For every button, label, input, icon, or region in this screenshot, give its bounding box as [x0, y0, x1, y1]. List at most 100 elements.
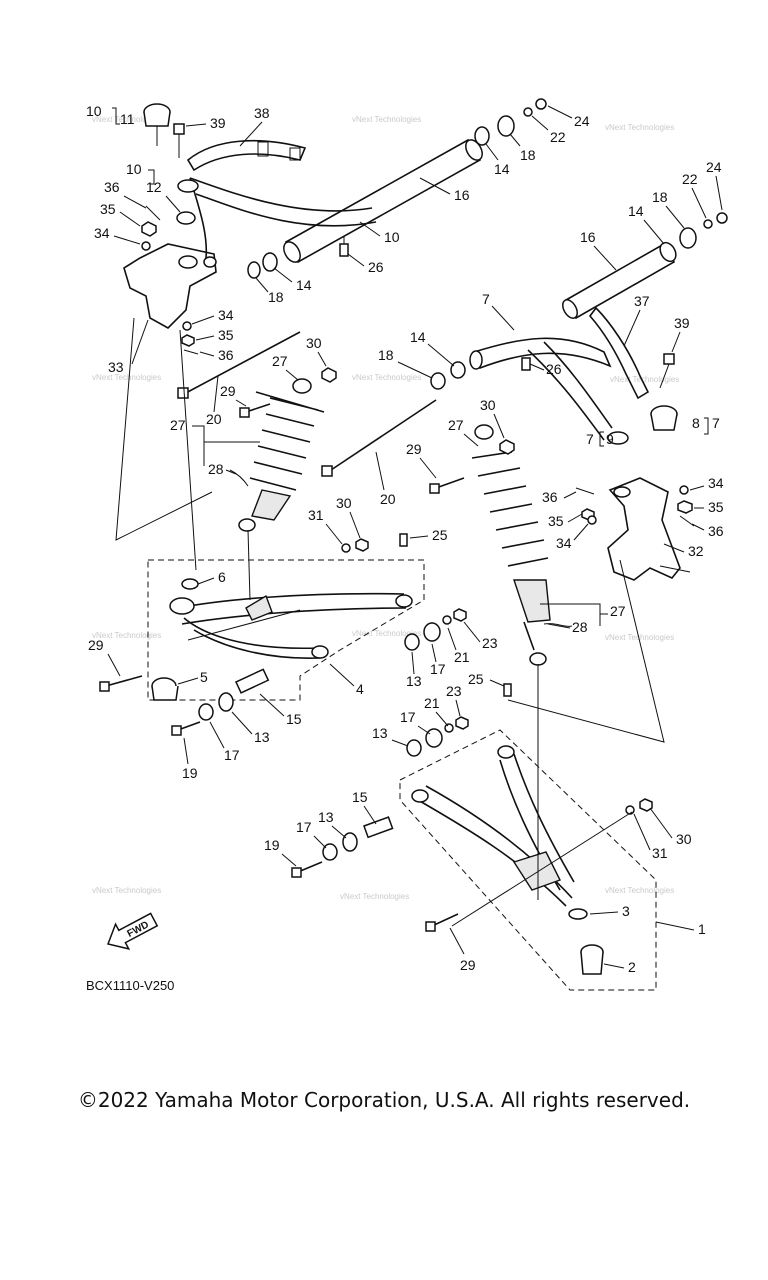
callout-30: 30 [336, 495, 352, 511]
assembly-lines [115, 317, 665, 927]
callout-18: 18 [378, 347, 394, 363]
callout-15: 15 [286, 711, 302, 727]
callout-21: 21 [454, 649, 470, 665]
callout-9: 9 [606, 431, 614, 447]
callout-33: 33 [108, 359, 124, 375]
callout-14: 14 [628, 203, 644, 219]
callout-35: 35 [100, 201, 116, 217]
callout-28: 28 [208, 461, 224, 477]
callout-22: 22 [550, 129, 566, 145]
callout-38: 38 [254, 105, 270, 121]
callout-29: 29 [88, 637, 104, 653]
diagram-code: BCX1110-V250 [86, 978, 174, 993]
callout-10: 10 [86, 103, 102, 119]
callout-23: 23 [446, 683, 462, 699]
callout-2: 2 [628, 959, 636, 975]
watermark: vNext Technologies [92, 886, 161, 895]
lower-arm-left [99, 533, 467, 736]
callout-27: 27 [272, 353, 288, 369]
callout-37: 37 [634, 293, 650, 309]
callout-35: 35 [708, 499, 724, 515]
callout-30: 30 [676, 831, 692, 847]
fwd-label: FWD [126, 919, 151, 939]
callout-35: 35 [218, 327, 234, 343]
callout-30: 30 [480, 397, 496, 413]
callout-13: 13 [254, 729, 270, 745]
callout-36: 36 [542, 489, 558, 505]
callout-19: 19 [182, 765, 198, 781]
callout-7: 7 [482, 291, 490, 307]
callout-17: 17 [400, 709, 416, 725]
callout-14: 14 [494, 161, 510, 177]
long-bolts [177, 331, 515, 494]
callout-36: 36 [218, 347, 234, 363]
callout-34: 34 [218, 307, 234, 323]
callout-16: 16 [580, 229, 596, 245]
callout-34: 34 [556, 535, 572, 551]
callout-31: 31 [308, 507, 324, 523]
fwd-arrow: FWD [106, 912, 159, 950]
callout-35: 35 [548, 513, 564, 529]
callout-32: 32 [688, 543, 704, 559]
callout-5: 5 [200, 669, 208, 685]
callout-1: 1 [698, 921, 706, 937]
watermark: vNext Technologies [605, 886, 674, 895]
callout-23: 23 [482, 635, 498, 651]
callout-12: 12 [146, 179, 162, 195]
callout-7: 7 [712, 415, 720, 431]
callout-25: 25 [468, 671, 484, 687]
lower-arm-right [291, 683, 657, 991]
callout-17: 17 [224, 747, 240, 763]
callout-3: 3 [622, 903, 630, 919]
callout-27: 27 [448, 417, 464, 433]
callout-27: 27 [610, 603, 626, 619]
callout-20: 20 [380, 491, 396, 507]
callout-26: 26 [546, 361, 562, 377]
callout-21: 21 [424, 695, 440, 711]
upper-arm-right [430, 212, 728, 581]
watermark: vNext Technologies [340, 892, 409, 901]
callout-11: 11 [120, 111, 135, 127]
callout-13: 13 [406, 673, 422, 689]
callout-16: 16 [454, 187, 470, 203]
watermark: vNext Technologies [92, 115, 161, 124]
callouts: 10 11 39 38 10 12 36 35 34 10 16 26 14 1… [86, 103, 724, 975]
watermark: vNext Technologies [610, 375, 679, 384]
callout-28: 28 [572, 619, 588, 635]
shock-right [471, 424, 573, 666]
callout-8: 8 [692, 415, 700, 431]
callout-6: 6 [218, 569, 226, 585]
shock-left [229, 378, 325, 532]
callout-24: 24 [574, 113, 590, 129]
callout-29: 29 [460, 957, 476, 973]
callout-19: 19 [264, 837, 280, 853]
upper-arm-left [123, 98, 547, 355]
watermark: vNext Technologies [92, 373, 161, 382]
watermarks: vNext Technologies vNext Technologies vN… [92, 115, 679, 901]
callout-39: 39 [674, 315, 690, 331]
callout-18: 18 [520, 147, 536, 163]
watermark: vNext Technologies [352, 373, 421, 382]
watermark: vNext Technologies [352, 629, 421, 638]
callout-18: 18 [268, 289, 284, 305]
callout-10: 10 [384, 229, 400, 245]
callout-17: 17 [430, 661, 446, 677]
watermark: vNext Technologies [605, 123, 674, 132]
callout-14: 14 [296, 277, 312, 293]
watermark: vNext Technologies [92, 631, 161, 640]
callout-31: 31 [652, 845, 668, 861]
callout-36: 36 [104, 179, 120, 195]
callout-25: 25 [432, 527, 448, 543]
callout-30: 30 [306, 335, 322, 351]
callout-13: 13 [372, 725, 388, 741]
copyright-notice: ©2022 Yamaha Motor Corporation, U.S.A. A… [77, 1088, 691, 1112]
callout-27: 27 [170, 417, 186, 433]
watermark: vNext Technologies [352, 115, 421, 124]
callout-14: 14 [410, 329, 426, 345]
callout-15: 15 [352, 789, 368, 805]
callout-29: 29 [220, 383, 236, 399]
callout-26: 26 [368, 259, 384, 275]
callout-29: 29 [406, 441, 422, 457]
callout-34: 34 [94, 225, 110, 241]
